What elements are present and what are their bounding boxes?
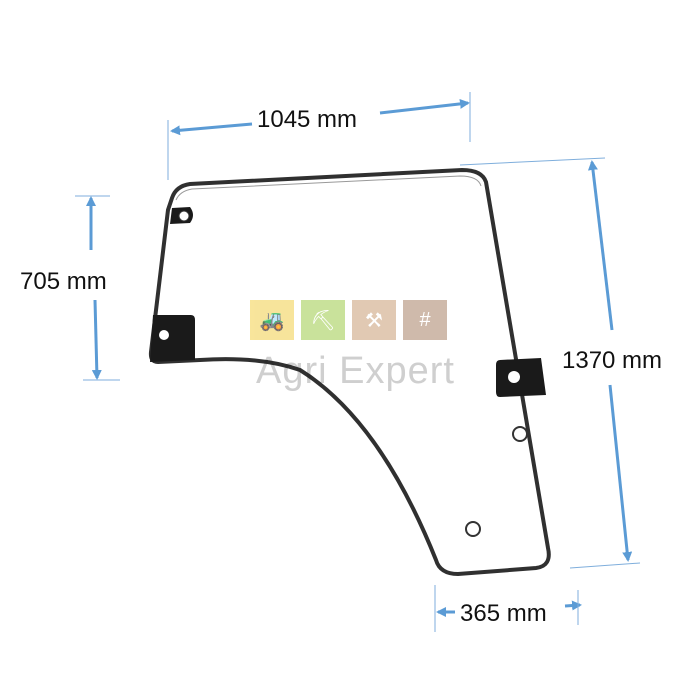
wheelbarrow-icon: ⛏ [301, 300, 345, 340]
top-width-arrow [170, 122, 253, 136]
glass-outline [148, 167, 551, 577]
left-height-label: 705 mm [20, 268, 107, 296]
right-mount-tab [496, 358, 546, 397]
glass-hole-lower [465, 521, 481, 537]
tools-icon: ⚒ [352, 300, 396, 340]
watermark-brand: Agri Expert [256, 350, 455, 392]
bottom-width-label: 365 mm [460, 600, 547, 628]
glass-hole-upper [512, 426, 528, 442]
right-height-arrow [587, 160, 614, 331]
left-mount-tab [150, 315, 195, 362]
top-left-hole [178, 210, 190, 222]
right-height-label: 1370 mm [562, 347, 663, 375]
top-width-label: 1045 mm [257, 106, 358, 134]
tractor-icon: 🚜 [250, 300, 294, 340]
right-tab-hole [508, 371, 520, 383]
fence-icon: # [403, 300, 447, 340]
left-tab-hole [159, 330, 169, 340]
